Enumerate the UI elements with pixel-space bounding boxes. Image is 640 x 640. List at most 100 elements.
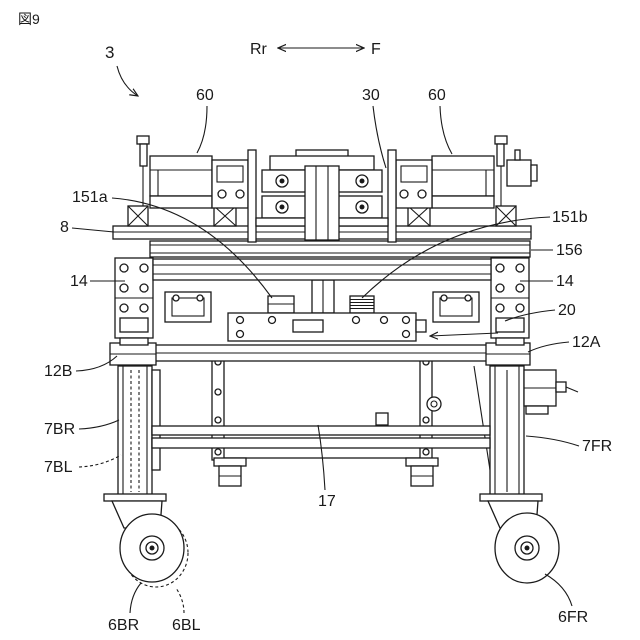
column-foot xyxy=(120,338,148,345)
foot-plate xyxy=(214,458,246,466)
assembly-arrow xyxy=(117,66,138,96)
frame-20-window xyxy=(293,320,323,332)
bolt-hole xyxy=(215,449,221,455)
wheel-axle xyxy=(150,546,155,551)
bolt-hole xyxy=(215,417,221,423)
upper-column-right xyxy=(491,258,529,345)
bolt-hole xyxy=(120,284,128,292)
label-20: 20 xyxy=(558,302,576,319)
post xyxy=(497,144,504,166)
label-6bl: 6BL xyxy=(172,617,201,634)
label-7br: 7BR xyxy=(44,421,75,438)
bolt-hole xyxy=(215,389,221,395)
label-60-right: 60 xyxy=(428,87,446,104)
bolt-hole xyxy=(237,331,244,338)
leader-60-left xyxy=(197,106,207,153)
label-151b: 151b xyxy=(552,209,588,226)
part-151a xyxy=(268,296,294,313)
bolt-hole xyxy=(140,264,148,272)
vertical-plate xyxy=(388,150,396,242)
block-14-left xyxy=(165,292,211,322)
leader-7bl xyxy=(79,455,121,467)
roller-axle xyxy=(360,205,365,210)
leader-6fr xyxy=(545,574,572,606)
leader-12a xyxy=(528,342,569,352)
leader-7br xyxy=(79,420,119,429)
bolt-hole xyxy=(516,304,524,312)
label-156: 156 xyxy=(556,242,583,259)
bolt-hole xyxy=(423,417,429,423)
roller-axle xyxy=(280,205,285,210)
bolt-hole xyxy=(516,264,524,272)
bolt-hole xyxy=(516,284,524,292)
upper-column-left xyxy=(115,258,153,345)
label-30: 30 xyxy=(362,87,380,104)
figure-number: 図9 xyxy=(18,11,40,27)
bolt-hole xyxy=(236,190,244,198)
bolt-hole xyxy=(403,331,410,338)
bolt-hole xyxy=(173,295,179,301)
foot-plate xyxy=(406,458,438,466)
bolt-hole xyxy=(496,284,504,292)
part-151b-body xyxy=(350,296,374,313)
rail-156 xyxy=(150,241,530,257)
front-side-attachment xyxy=(524,370,578,414)
caster-plate xyxy=(104,494,166,501)
post-cap xyxy=(137,136,149,144)
leader-60-right xyxy=(440,106,452,154)
label-7bl: 7BL xyxy=(44,459,73,476)
side-unit-cap xyxy=(531,165,537,181)
rail-156-body xyxy=(150,241,530,257)
motor-base xyxy=(150,196,212,208)
rail-band-body xyxy=(153,259,491,280)
motor-body xyxy=(150,156,212,196)
foot-left xyxy=(214,458,246,486)
label-14-right: 14 xyxy=(556,273,574,290)
bolt-hole xyxy=(140,284,148,292)
bolt-hole xyxy=(465,295,471,301)
column-block xyxy=(120,318,148,332)
unit-center-column xyxy=(305,166,339,240)
foot-right xyxy=(406,458,438,486)
label-151a: 151a xyxy=(72,189,108,206)
rear-inner-post xyxy=(152,370,160,470)
bolt-hole xyxy=(120,264,128,272)
bolt-hole xyxy=(403,317,410,324)
caster-plate xyxy=(480,494,542,501)
post xyxy=(140,144,147,166)
leader-30 xyxy=(373,106,386,168)
attachment-cable xyxy=(566,387,578,392)
side-unit-pin xyxy=(515,150,520,160)
caster-rear xyxy=(104,494,188,587)
caster-front xyxy=(480,494,559,583)
label-14-left: 14 xyxy=(70,273,88,290)
bolt-hole xyxy=(496,264,504,272)
attachment-connector xyxy=(556,382,566,392)
label-f: F xyxy=(371,41,381,58)
rail-band xyxy=(153,259,491,280)
label-6br: 6BR xyxy=(108,617,139,634)
bolt-hole xyxy=(441,295,447,301)
bolt-hole xyxy=(120,304,128,312)
motor-base xyxy=(432,196,494,208)
arrow-20 xyxy=(430,333,498,336)
bolt-hole xyxy=(269,317,276,324)
side-unit xyxy=(507,160,531,186)
column-block xyxy=(496,318,524,332)
front-diagonal-brace xyxy=(474,366,490,470)
bolt-hole xyxy=(237,317,244,324)
frame-20 xyxy=(228,313,426,341)
label-6fr: 6FR xyxy=(558,609,588,626)
label-17: 17 xyxy=(318,493,336,510)
bolt-hole xyxy=(418,190,426,198)
column-foot xyxy=(496,338,524,345)
attachment-plate xyxy=(526,406,548,414)
frame-20-tab xyxy=(416,320,426,332)
bolt-hole xyxy=(381,317,388,324)
label-12b: 12B xyxy=(44,363,72,380)
label-60-left: 60 xyxy=(196,87,214,104)
leader-8 xyxy=(72,228,114,232)
label-3: 3 xyxy=(105,43,114,62)
bolt-hole xyxy=(423,449,429,455)
